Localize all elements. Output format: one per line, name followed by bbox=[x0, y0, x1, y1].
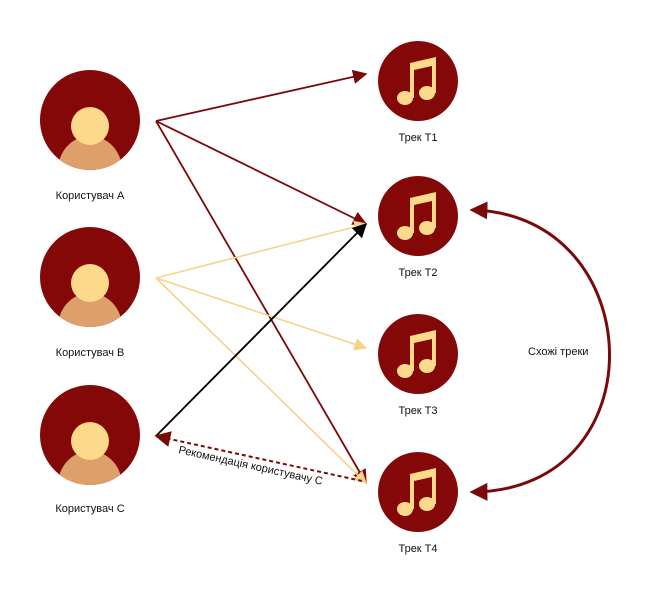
edge-c-t2 bbox=[155, 222, 368, 437]
edge-b-t2 bbox=[155, 220, 368, 279]
similar-tracks-label: Схожі треки bbox=[528, 346, 588, 358]
user-avatar-icon bbox=[58, 422, 122, 485]
edge-b-t3 bbox=[155, 277, 368, 351]
track-label-t3: Трек T3 bbox=[398, 405, 437, 417]
user-node-b bbox=[40, 227, 140, 327]
music-note-icon bbox=[397, 192, 436, 240]
user-node-a bbox=[40, 70, 140, 170]
user-node-c bbox=[40, 385, 140, 485]
music-note-icon bbox=[397, 468, 436, 516]
edge-a-t1 bbox=[155, 69, 368, 122]
track-label-t1: Трек T1 bbox=[398, 132, 437, 144]
music-note-icon bbox=[397, 57, 436, 105]
track-node-t3 bbox=[378, 314, 458, 394]
edges-layer bbox=[155, 69, 368, 485]
track-node-t4 bbox=[378, 452, 458, 532]
edge-a-t4 bbox=[155, 120, 367, 485]
track-label-t2: Трек T2 bbox=[398, 267, 437, 279]
similar-tracks-arrow: Схожі треки bbox=[469, 201, 611, 501]
user-label-c: Користувач C bbox=[55, 503, 124, 515]
user-label-a: Користувач A bbox=[56, 190, 125, 202]
track-label-t4: Трек T4 bbox=[398, 543, 437, 555]
recommendation-arrow: Рекомендація користувачу C bbox=[154, 431, 363, 488]
recommendation-label: Рекомендація користувачу C bbox=[177, 444, 324, 488]
edge-b-t4 bbox=[155, 277, 367, 484]
track-node-t1 bbox=[378, 41, 458, 121]
track-node-t2 bbox=[378, 176, 458, 256]
music-note-icon bbox=[397, 330, 436, 378]
user-avatar-icon bbox=[58, 264, 122, 327]
edge-a-t2 bbox=[155, 120, 368, 225]
user-label-b: Користувач B bbox=[56, 347, 125, 359]
user-avatar-icon bbox=[58, 107, 122, 170]
